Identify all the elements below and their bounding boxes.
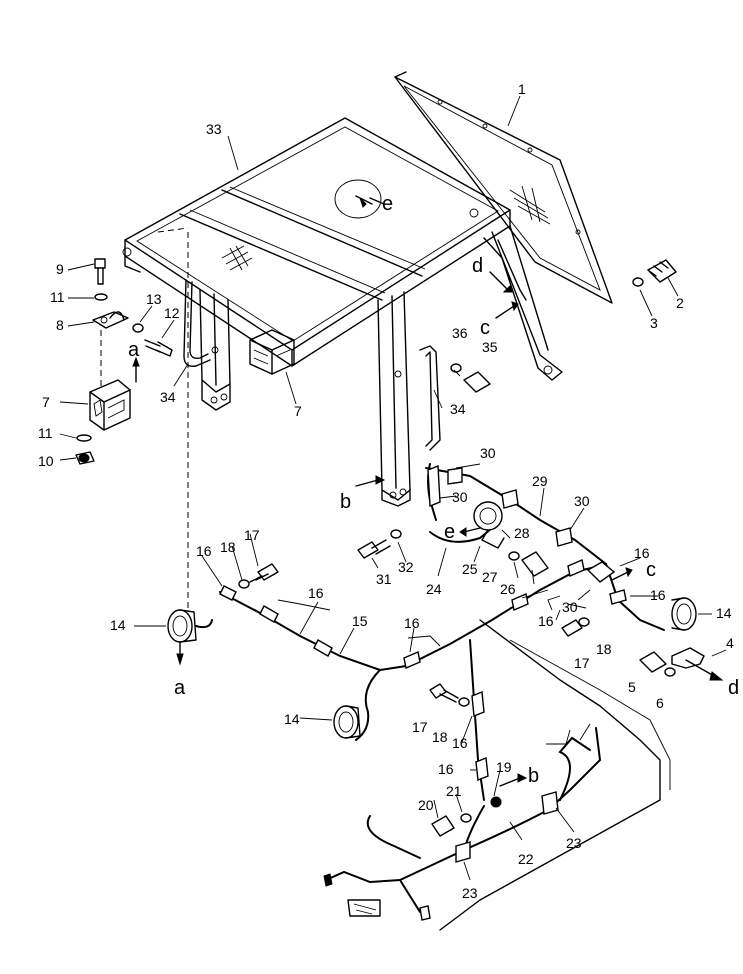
ref-b-upper: b	[340, 491, 351, 513]
callout-14-left: 14	[110, 617, 126, 633]
callout-15: 15	[352, 613, 368, 629]
callout-35: 35	[482, 339, 498, 355]
canopy-roof	[122, 117, 511, 367]
callout-4: 4	[726, 635, 734, 651]
callout-30d: 30	[562, 599, 578, 615]
callout-16a: 16	[196, 543, 212, 559]
callout-13: 13	[146, 291, 162, 307]
drain-pipe-right	[419, 345, 441, 451]
callout-17b: 17	[412, 719, 428, 735]
callout-1: 1	[518, 81, 526, 97]
callout-30a: 30	[480, 445, 496, 461]
reference-letters: a a b b c c d d e e	[128, 193, 739, 787]
mount-bracket-assembly	[75, 258, 173, 465]
ref-d-lower: d	[728, 677, 739, 699]
callout-22: 22	[518, 851, 534, 867]
reference-arrows	[355, 197, 633, 787]
callout-23a: 23	[566, 835, 582, 851]
callout-31: 31	[376, 571, 392, 587]
drain-pipe-left	[183, 279, 211, 367]
machine-body-outline	[347, 619, 671, 931]
callout-18b: 18	[432, 729, 448, 745]
callout-7-left: 7	[42, 394, 50, 410]
callout-16c: 16	[404, 615, 420, 631]
callout-17c: 17	[574, 655, 590, 671]
side-mesh-panel	[394, 71, 613, 304]
callout-18a: 18	[220, 539, 236, 555]
callout-18c: 18	[596, 641, 612, 657]
callout-33: 33	[206, 121, 222, 137]
callout-14-bottom: 14	[284, 711, 300, 727]
ref-c-upper: c	[480, 317, 490, 339]
canopy-rear-leg-right	[483, 225, 563, 381]
callout-19: 19	[496, 759, 512, 775]
ref-e-upper: e	[382, 193, 393, 215]
callout-16h: 16	[538, 613, 554, 629]
callout-27: 27	[482, 569, 498, 585]
ref-b-lower: b	[528, 765, 539, 787]
callout-34-right: 34	[450, 401, 466, 417]
callout-29: 29	[532, 473, 548, 489]
canopy-front-leg	[199, 289, 231, 411]
ref-a-bottom: a	[174, 677, 186, 699]
lamp-right	[671, 597, 724, 681]
callout-25: 25	[462, 561, 478, 577]
callout-17a: 17	[244, 527, 260, 543]
callout-numbers: 1 2 3 4 5 6 7 7 8 9 10 11 11 12 13 14 14…	[38, 81, 734, 901]
callout-7-roof: 7	[294, 403, 302, 419]
callout-11-top: 11	[50, 289, 65, 305]
callout-28: 28	[514, 525, 530, 541]
callout-16f: 16	[634, 545, 650, 561]
callout-16g: 16	[650, 587, 666, 603]
callout-32: 32	[398, 559, 414, 575]
ref-c-lower: c	[646, 559, 656, 581]
connectors	[219, 464, 627, 921]
callout-8: 8	[56, 317, 64, 333]
callout-36: 36	[452, 325, 468, 341]
callout-11-bottom: 11	[38, 425, 53, 441]
ref-e-lower: e	[444, 521, 455, 543]
callout-3: 3	[650, 315, 658, 331]
wiring-harness-main	[219, 463, 665, 913]
leader-dashed-roof	[157, 227, 189, 233]
callout-16d: 16	[452, 735, 468, 751]
callout-30c: 30	[574, 493, 590, 509]
canopy-rear-leg-left	[377, 291, 411, 507]
callout-34-left: 34	[160, 389, 176, 405]
lamp-left	[167, 609, 213, 666]
callout-5: 5	[628, 679, 636, 695]
callout-20: 20	[418, 797, 434, 813]
callout-16b: 16	[308, 585, 324, 601]
callout-30b: 30	[452, 489, 468, 505]
roof-bracket-7	[249, 329, 295, 375]
callout-9: 9	[56, 261, 64, 277]
callout-2: 2	[676, 295, 684, 311]
callout-21: 21	[446, 783, 462, 799]
ref-a-top: a	[128, 339, 140, 361]
callout-6: 6	[656, 695, 664, 711]
fasteners-lower	[238, 259, 677, 837]
callout-12: 12	[164, 305, 180, 321]
callout-24: 24	[426, 581, 442, 597]
callout-26: 26	[500, 581, 516, 597]
callout-14-right: 14	[716, 605, 732, 621]
callout-16e: 16	[438, 761, 454, 777]
lamp-bottom	[333, 705, 361, 739]
callout-23b: 23	[462, 885, 478, 901]
callout-leaders	[59, 95, 727, 881]
ref-d-upper: d	[472, 255, 483, 277]
callout-10: 10	[38, 453, 54, 469]
